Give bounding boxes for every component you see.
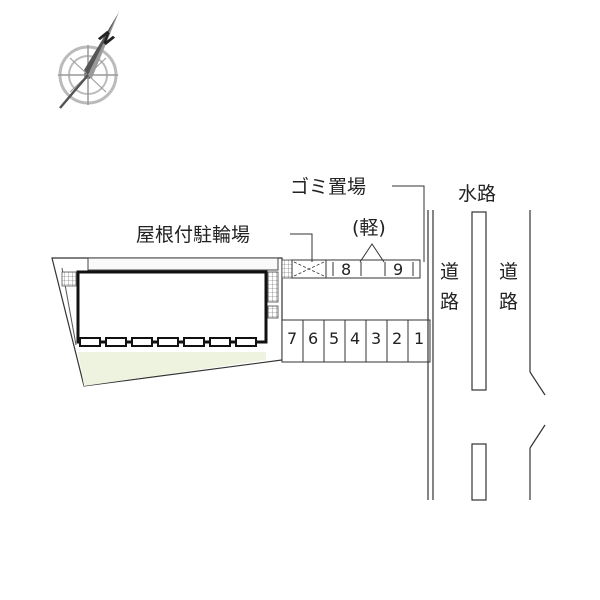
building xyxy=(76,270,279,347)
parking-space-8: 8 xyxy=(341,260,351,279)
lawn-area xyxy=(78,352,266,386)
label-bicycle-parking: 屋根付駐輪場 xyxy=(136,224,250,246)
waterway-strip xyxy=(471,211,487,391)
parking-row: 7 6 5 4 3 2 1 xyxy=(281,319,431,363)
top-parking-strip: 8 9 xyxy=(281,259,421,279)
label-garbage-area: ゴミ置場 xyxy=(290,176,366,198)
road-label-right-1: 道 xyxy=(499,261,518,283)
utility-box xyxy=(61,271,77,287)
parking-space-7: 7 xyxy=(287,329,297,348)
balcony-row xyxy=(79,337,257,347)
bicycle-parking-area xyxy=(281,259,293,279)
parking-space-1: 1 xyxy=(414,329,424,348)
road-label-left-1: 道 xyxy=(440,261,459,283)
label-light-car: (軽) xyxy=(352,217,386,239)
road-label-left-2: 路 xyxy=(440,291,459,313)
parking-space-4: 4 xyxy=(350,329,360,348)
parking-space-5: 5 xyxy=(329,329,339,348)
roads xyxy=(427,210,546,501)
compass-rose-icon: N xyxy=(58,12,119,109)
parking-space-3: 3 xyxy=(371,329,381,348)
parking-space-6: 6 xyxy=(308,329,318,348)
label-waterway: 水路 xyxy=(458,183,496,205)
leader-lines xyxy=(290,185,425,263)
building-roof-band xyxy=(87,257,279,271)
parking-space-2: 2 xyxy=(392,329,402,348)
stairs xyxy=(267,271,279,303)
parking-space-9: 9 xyxy=(393,260,403,279)
road-label-right-2: 路 xyxy=(499,291,518,313)
